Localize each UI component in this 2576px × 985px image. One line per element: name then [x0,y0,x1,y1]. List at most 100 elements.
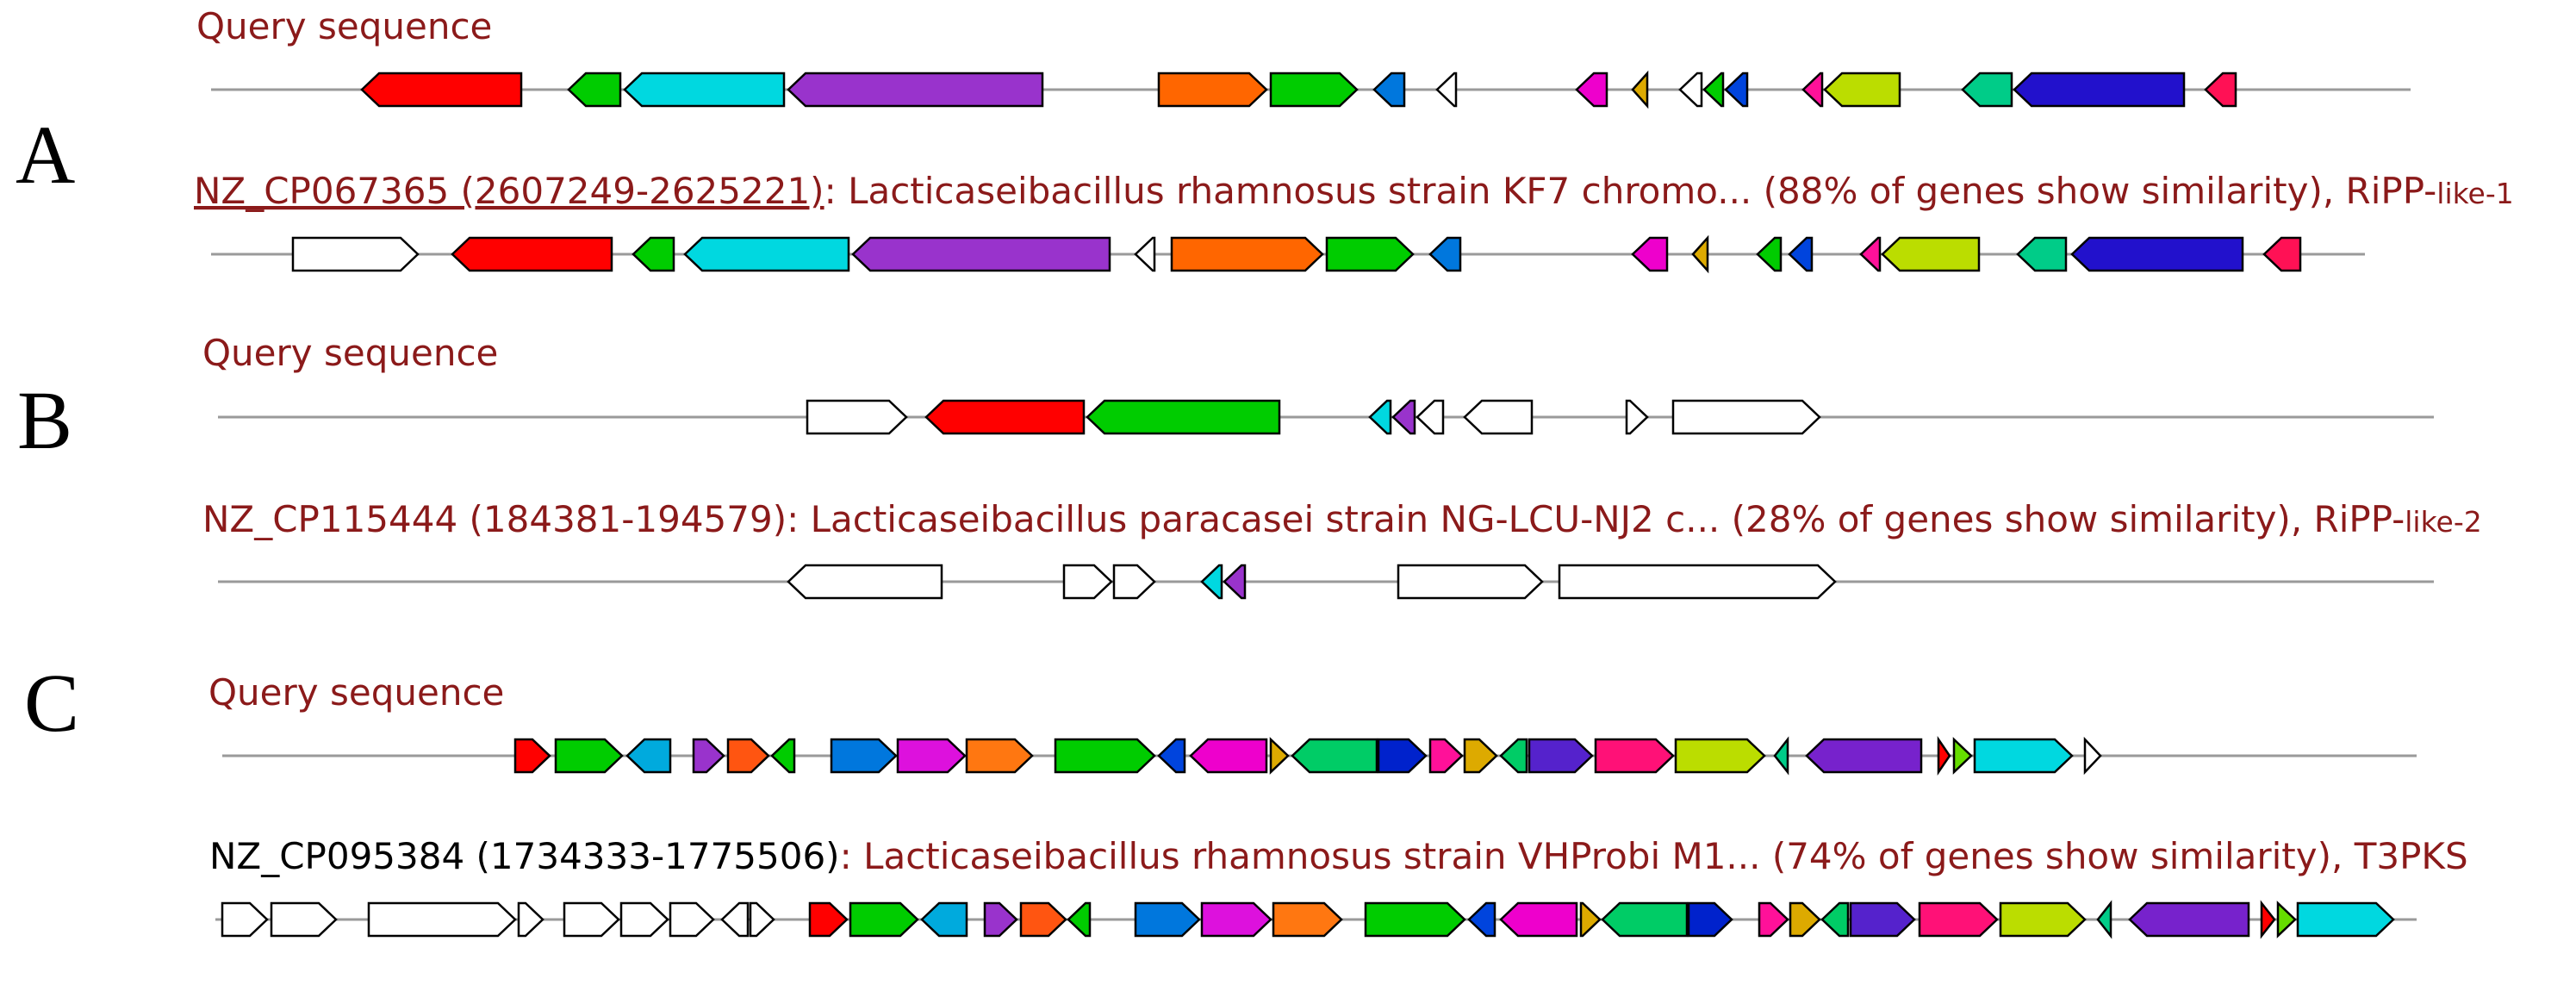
gene-arrow[interactable] [1086,399,1281,435]
gene-arrow[interactable] [625,738,672,774]
gene-arrow[interactable] [851,236,1111,272]
gene-arrow[interactable] [787,72,1044,108]
gene-arrow[interactable] [1368,399,1392,435]
gene-arrow[interactable] [1579,901,1602,938]
gene-arrow[interactable] [1463,738,1498,774]
gene-arrow[interactable] [1272,901,1343,938]
gene-arrow[interactable] [1849,901,1916,938]
gene-arrow[interactable] [1463,399,1534,435]
gene-arrow[interactable] [806,399,908,435]
gene-arrow[interactable] [1823,72,1901,108]
gene-arrow[interactable] [1054,738,1156,774]
gene-arrow[interactable] [1918,901,1999,938]
gene-arrow[interactable] [1062,564,1113,600]
gene-arrow[interactable] [924,399,1086,435]
gene-arrow[interactable] [2276,901,2297,938]
gene-arrow[interactable] [1820,901,1850,938]
gene-arrow[interactable] [2128,901,2250,938]
gene-arrow[interactable] [1499,901,1578,938]
gene-arrow[interactable] [291,236,420,272]
gene-arrow[interactable] [632,236,675,272]
gene-arrow[interactable] [2296,901,2395,938]
gene-arrow[interactable] [1397,564,1544,600]
gene-arrow[interactable] [896,738,967,774]
gene-arrow[interactable] [1067,901,1092,938]
gene-arrow[interactable] [1937,735,1951,776]
gene-arrow[interactable] [367,901,517,938]
gene-arrow[interactable] [849,901,919,938]
gene-arrow[interactable] [1773,736,1789,776]
gene-arrow[interactable] [720,901,750,938]
gene-arrow[interactable] [1269,72,1359,108]
gene-arrow[interactable] [517,901,544,938]
gene-arrow[interactable] [1157,738,1186,774]
gene-arrow[interactable] [1558,564,1837,600]
gene-arrow[interactable] [1377,738,1428,774]
gene-arrow[interactable] [1528,738,1594,774]
gene-arrow[interactable] [1631,70,1649,109]
gene-arrow[interactable] [1189,738,1268,774]
gene-arrow[interactable] [770,738,796,774]
gene-arrow[interactable] [1325,236,1415,272]
gene-arrow[interactable] [2262,236,2302,272]
gene-arrow[interactable] [965,738,1034,774]
gene-arrow[interactable] [1631,236,1669,272]
gene-arrow[interactable] [513,738,551,774]
gene-arrow[interactable] [1200,901,1272,938]
gene-arrow[interactable] [1428,738,1464,774]
gene-arrow[interactable] [1134,236,1156,272]
label-segment[interactable]: NZ_CP067365 (2607249-2625221) [194,170,824,212]
gene-arrow[interactable] [1499,738,1528,774]
gene-arrow[interactable] [1019,901,1067,938]
gene-arrow[interactable] [808,901,849,938]
gene-arrow[interactable] [2083,736,2102,776]
gene-arrow[interactable] [669,901,715,938]
gene-arrow[interactable] [1134,901,1201,938]
gene-arrow[interactable] [726,738,770,774]
gene-arrow[interactable] [1467,901,1496,938]
gene-arrow[interactable] [2013,72,2186,108]
gene-arrow[interactable] [1724,72,1749,108]
gene-arrow[interactable] [1881,236,1981,272]
gene-arrow[interactable] [1364,901,1466,938]
gene-arrow[interactable] [683,236,850,272]
gene-arrow[interactable] [1601,901,1689,938]
gene-arrow[interactable] [983,901,1018,938]
gene-arrow[interactable] [1391,399,1416,435]
gene-arrow[interactable] [1973,738,2074,774]
gene-arrow[interactable] [749,901,775,938]
gene-arrow[interactable] [1758,901,1789,938]
gene-arrow[interactable] [619,901,669,938]
gene-arrow[interactable] [1691,234,1709,274]
gene-arrow[interactable] [1671,399,1821,435]
gene-arrow[interactable] [451,236,613,272]
gene-arrow[interactable] [1999,901,2087,938]
gene-arrow[interactable] [1952,737,1973,775]
gene-arrow[interactable] [1687,901,1733,938]
gene-arrow[interactable] [1223,564,1247,600]
gene-arrow[interactable] [1594,738,1675,774]
gene-arrow[interactable] [787,564,943,600]
gene-arrow[interactable] [1435,72,1458,108]
gene-arrow[interactable] [2070,236,2244,272]
gene-arrow[interactable] [2096,900,2112,939]
gene-arrow[interactable] [692,738,725,774]
gene-arrow[interactable] [1291,738,1378,774]
gene-arrow[interactable] [1674,738,1766,774]
gene-arrow[interactable] [2016,236,2068,272]
gene-arrow[interactable] [1788,236,1814,272]
gene-arrow[interactable] [1157,72,1268,108]
gene-arrow[interactable] [1269,737,1290,775]
gene-arrow[interactable] [1756,236,1783,272]
gene-arrow[interactable] [2204,72,2237,108]
gene-arrow[interactable] [567,72,622,108]
gene-arrow[interactable] [563,901,620,938]
gene-arrow[interactable] [1416,399,1445,435]
gene-arrow[interactable] [1702,72,1725,108]
gene-arrow[interactable] [554,738,624,774]
gene-arrow[interactable] [920,901,968,938]
gene-arrow[interactable] [360,72,523,108]
gene-arrow[interactable] [1575,72,1608,108]
gene-arrow[interactable] [2260,900,2276,939]
gene-arrow[interactable] [1678,72,1703,108]
